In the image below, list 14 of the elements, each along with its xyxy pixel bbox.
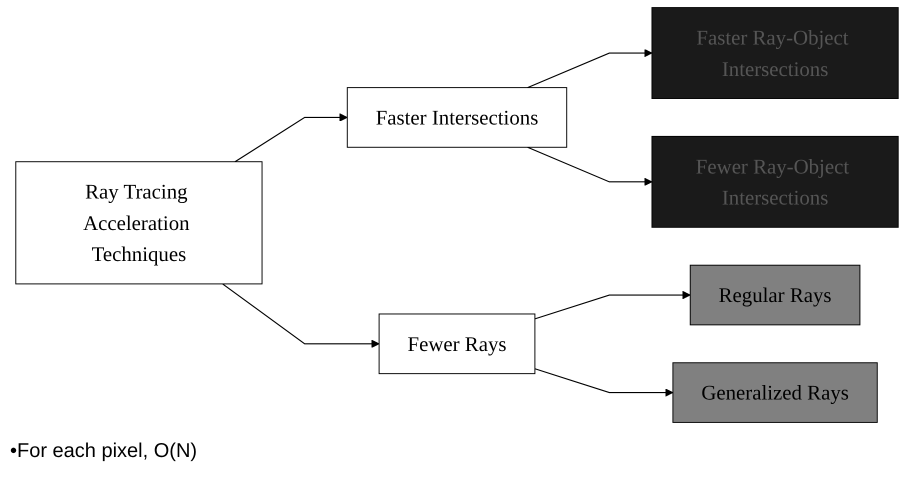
arrow: [222, 283, 380, 348]
node-box: Regular Rays: [690, 264, 860, 326]
arrow: [534, 368, 674, 397]
node-box: Ray Tracing Acceleration Techniques: [15, 161, 263, 284]
node-box: Fewer Ray-Object Intersections: [651, 136, 899, 228]
node-box: Generalized Rays: [672, 362, 878, 423]
bullet-note: •For each pixel, O(N): [10, 440, 198, 463]
arrow: [234, 113, 348, 162]
arrow: [527, 146, 652, 186]
node-box: Faster Intersections: [346, 87, 568, 148]
arrow: [527, 48, 652, 88]
node-box: Fewer Rays: [378, 314, 536, 374]
node-box: Faster Ray-Object Intersections: [651, 7, 899, 99]
arrow: [534, 290, 691, 320]
